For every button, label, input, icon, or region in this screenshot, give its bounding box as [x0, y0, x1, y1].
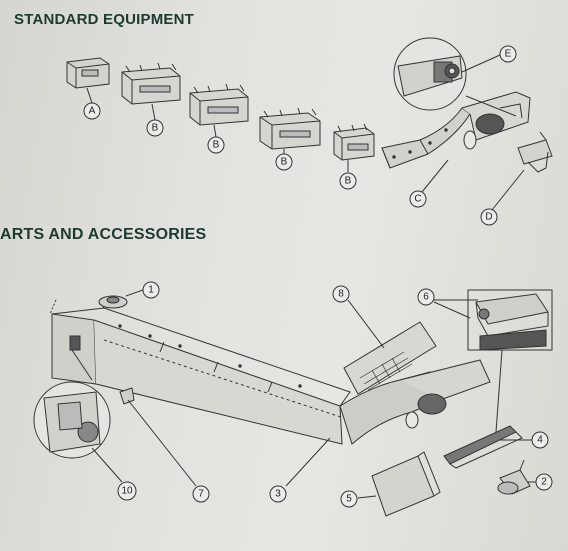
conveyor-3-drawing — [49, 299, 491, 445]
svg-text:D: D — [485, 212, 492, 223]
module-b4-drawing — [333, 123, 375, 161]
standard-equipment-heading: STANDARD EQUIPMENT — [14, 11, 194, 28]
callout-e: E — [499, 45, 517, 63]
module-b2-drawing — [189, 83, 249, 126]
part-1-drawing — [98, 295, 128, 309]
svg-text:A: A — [89, 106, 96, 117]
callout-b-4: B — [339, 172, 357, 190]
svg-text:7: 7 — [198, 489, 204, 500]
callout-10: 10 — [117, 481, 137, 501]
callout-b-3: B — [275, 153, 293, 171]
callout-b-2: B — [207, 136, 225, 154]
svg-text:10: 10 — [121, 486, 133, 497]
svg-text:B: B — [281, 157, 288, 168]
svg-text:6: 6 — [423, 292, 429, 303]
part-2-drawing — [497, 459, 531, 495]
callout-a: A — [83, 102, 101, 120]
module-a-drawing — [66, 57, 110, 89]
part-8-drawing — [343, 321, 437, 395]
part-6-drawing — [467, 289, 553, 433]
svg-text:3: 3 — [275, 489, 281, 500]
hopper-d-drawing — [517, 131, 553, 173]
callout-5: 5 — [340, 490, 358, 508]
svg-text:2: 2 — [541, 477, 547, 488]
module-b3-drawing — [259, 107, 321, 150]
module-b1-drawing — [121, 62, 181, 105]
detail-e-drawing — [393, 37, 517, 117]
callout-3: 3 — [269, 485, 287, 503]
svg-text:5: 5 — [346, 494, 352, 505]
svg-text:8: 8 — [338, 289, 344, 300]
callout-7: 7 — [192, 485, 210, 503]
svg-text:E: E — [505, 49, 512, 60]
callout-b-1: B — [146, 119, 164, 137]
part-5-drawing — [371, 451, 441, 517]
curve-section-c-drawing — [381, 91, 531, 169]
svg-text:4: 4 — [537, 435, 543, 446]
detail-10-drawing — [33, 349, 111, 459]
svg-text:C: C — [414, 194, 421, 205]
parts-accessories-heading: ARTS AND ACCESSORIES — [0, 226, 207, 243]
svg-text:B: B — [152, 123, 159, 134]
callout-2: 2 — [535, 473, 553, 491]
callout-6: 6 — [417, 288, 435, 306]
callout-8: 8 — [332, 285, 350, 303]
callout-c: C — [409, 190, 427, 208]
part-7-drawing — [119, 387, 135, 405]
part-4-drawing — [443, 425, 523, 469]
callout-1: 1 — [142, 281, 160, 299]
callout-4: 4 — [531, 431, 549, 449]
svg-text:B: B — [213, 140, 220, 151]
callout-d: D — [480, 208, 498, 226]
svg-text:1: 1 — [148, 285, 154, 296]
svg-text:B: B — [345, 176, 352, 187]
